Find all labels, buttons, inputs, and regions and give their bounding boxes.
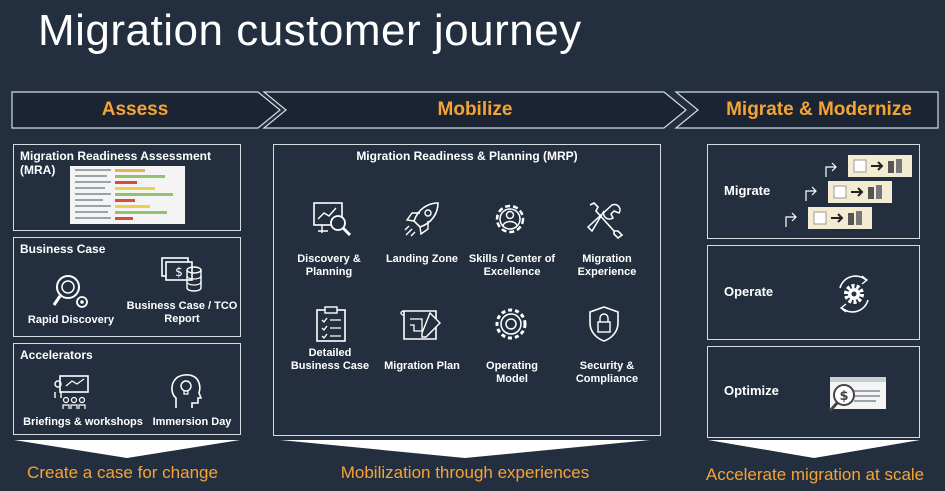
migration-plan-label: Migration Plan [384,360,460,372]
business-case-title: Business Case [20,242,106,256]
gear-ring-icon [495,308,527,340]
business-case-tco-label: Business Case / TCO Report [126,300,238,325]
business-case-box: Business Case Rapid Discovery $ Business… [13,237,241,337]
mra-box: Migration Readiness Assessment (MRA) [13,144,241,231]
clipboard-icon [316,306,346,342]
landing-zone-label: Landing Zone [385,253,459,265]
skills-coe-label: Skills / Center of Excellence [468,253,556,278]
phase-mobilize: Mobilize [437,99,513,120]
accelerators-title: Accelerators [20,348,93,362]
footer-mobilize: Mobilization through experiences [340,463,590,482]
report-thumbnail [70,166,185,224]
detailed-business-case-label: Detailed Business Case [290,347,370,372]
immersion-day-label: Immersion Day [152,416,232,428]
operate-box: Operate [707,245,920,340]
operating-model-label: Operating Model [486,360,538,385]
svg-text:$: $ [175,265,183,279]
mrp-box: Migration Readiness & Planning (MRP) Dis… [273,144,661,436]
head-bulb-icon [171,374,202,408]
optimize-label: Optimize [724,383,779,398]
dollar-magnifier-icon: $ [828,377,886,412]
footer-migrate: Accelerate migration at scale [705,465,925,484]
migration-experience-label: Migration Experience [577,253,637,278]
page-title: Migration customer journey [38,6,582,55]
magnifier-gear-icon [52,275,88,308]
blueprint-icon [400,310,441,340]
cycle-gear-icon [839,275,869,313]
rapid-discovery-label: Rapid Discovery [27,314,115,326]
mra-title: Migration Readiness Assessment (MRA) [20,149,211,177]
tools-icon [586,202,624,239]
footer-assess: Create a case for change [27,463,218,482]
optimize-box: Optimize $ [707,346,920,438]
phase-chevrons [11,91,939,129]
rocket-icon [404,202,439,237]
discovery-planning-label: Discovery & Planning [297,253,361,278]
money-stack-icon: $ [161,257,202,292]
lock-shield-icon [589,306,619,342]
phase-assess: Assess [101,99,169,120]
svg-text:$: $ [839,389,848,404]
footer-pointers [14,440,920,458]
phase-migrate: Migrate & Modernize [726,99,912,120]
operate-label: Operate [724,284,774,299]
migrate-label: Migrate [724,183,771,198]
migrate-box: Migrate [707,144,920,239]
accelerators-box: Accelerators Briefings & workshops Immer… [13,343,241,435]
mrp-title: Migration Readiness & Planning (MRP) [356,149,578,163]
gear-person-icon [495,204,525,234]
magnifier-chart-icon [313,202,352,237]
server-migrate-icon [785,155,912,229]
security-compliance-label: Security & Compliance [575,360,639,385]
presenter-icon [54,375,89,409]
briefings-workshops-label: Briefings & workshops [23,416,143,428]
